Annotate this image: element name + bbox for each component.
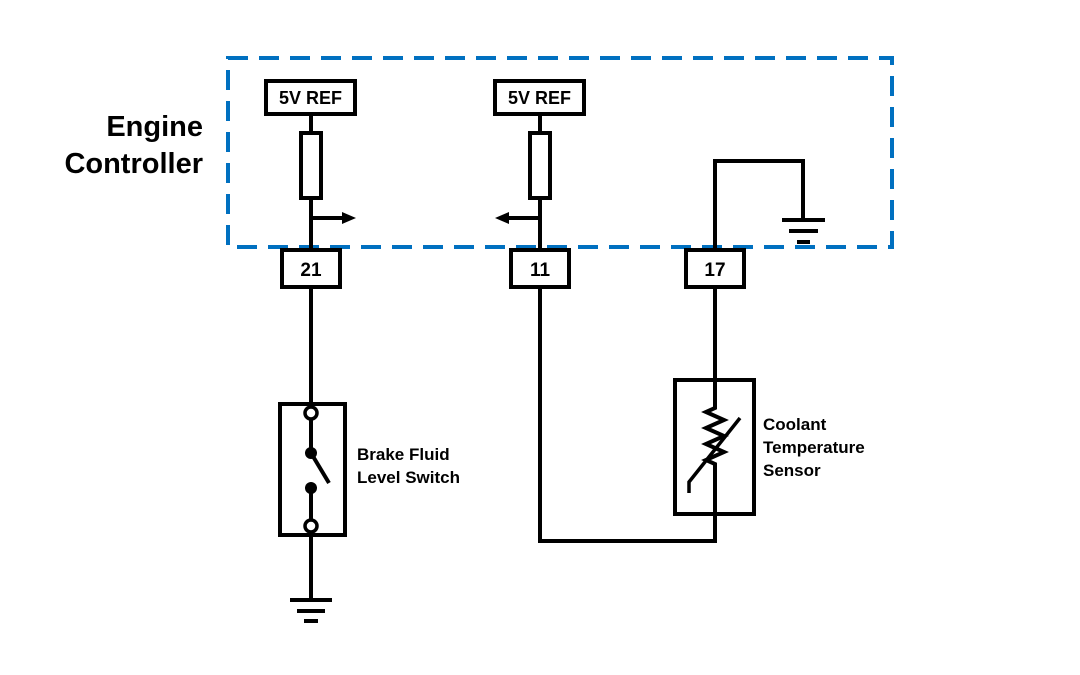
switch-terminal-icon: [303, 405, 319, 421]
sensor-label-line1: Coolant: [763, 415, 827, 434]
pull-up-resistor-icon: [299, 131, 323, 200]
circuit-21: 5V REF 21 Brake Fluid Level Switch: [264, 79, 460, 623]
engine-controller-boundary: [226, 56, 894, 249]
controller-title-line1: Engine: [106, 111, 203, 143]
circuit-11: 5V REF 11: [493, 79, 717, 543]
controller-title-line2: Controller: [64, 148, 203, 180]
sensor-label-line2: Temperature: [763, 438, 865, 457]
thermistor-variable-indicator-icon: [687, 416, 742, 493]
pin-label-21: 21: [300, 260, 322, 281]
5v-ref-box-1: [264, 79, 357, 116]
pin-label-11: 11: [530, 260, 551, 281]
sensor-ground-wire: [713, 159, 805, 254]
arrow-right-icon: [342, 212, 356, 224]
5v-ref-box-2: [493, 79, 586, 116]
pin-box-11: [509, 248, 571, 289]
pin-box-21: [280, 248, 342, 289]
pin-label-17: 17: [704, 260, 725, 281]
switch-lever-icon: [309, 451, 331, 485]
sensor-label-line3: Sensor: [763, 461, 821, 480]
circuit-17: 17 Coolant Temperature Sensor: [673, 159, 865, 516]
5v-ref-label-1: 5V REF: [279, 88, 342, 108]
switch-label-line2: Level Switch: [357, 468, 460, 487]
arrow-left-icon: [495, 212, 509, 224]
sensor-return-wire: [538, 287, 717, 543]
5v-ref-label-2: 5V REF: [508, 88, 571, 108]
switch-label-line1: Brake Fluid: [357, 445, 450, 464]
ground-icon: [782, 218, 825, 244]
ground-icon: [290, 598, 332, 623]
switch-terminal-icon: [303, 518, 319, 534]
pull-up-resistor-icon: [528, 131, 552, 200]
